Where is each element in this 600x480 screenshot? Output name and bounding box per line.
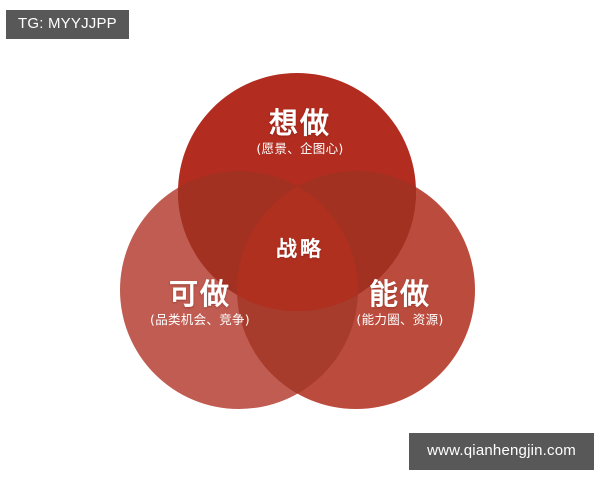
site-watermark-badge: www.qianhengjin.com: [409, 433, 594, 470]
tg-handle-badge: TG: MYYJJPP: [6, 10, 129, 39]
venn-overlap-center: [237, 171, 358, 311]
